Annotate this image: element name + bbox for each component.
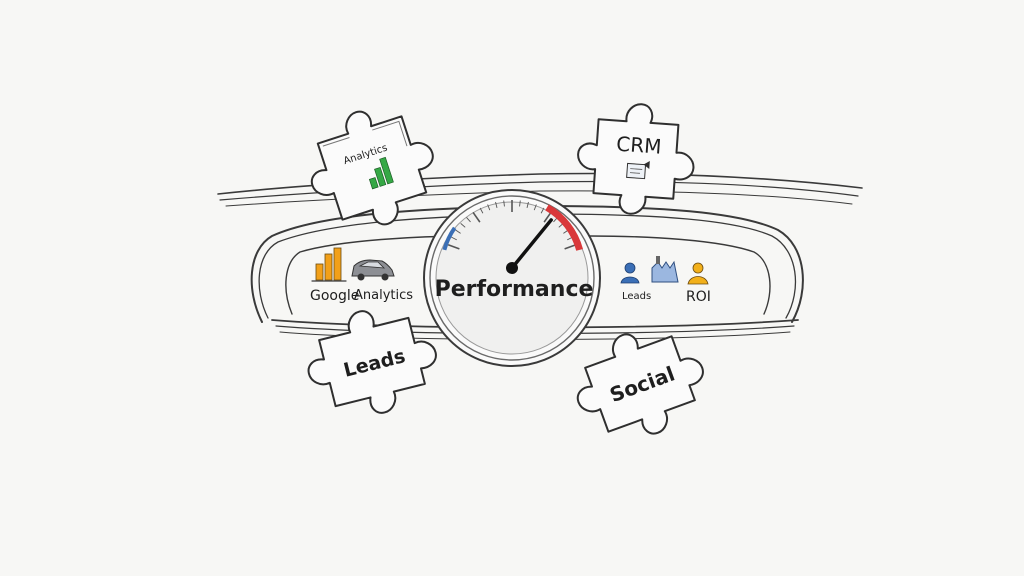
gauge-needle — [510, 218, 553, 270]
gauge-tick — [466, 217, 471, 223]
bar-chart-icon — [368, 156, 394, 190]
bar-chart-icon — [311, 247, 347, 282]
left-panel: Google Analytics — [310, 247, 413, 304]
document-icon — [626, 160, 650, 180]
gauge-tick — [487, 204, 491, 211]
puzzle-piece-leads: Leads — [307, 310, 437, 414]
puzzle-crm-label: CRM — [616, 132, 663, 159]
gauge-tick — [447, 243, 460, 250]
factory-icon — [651, 256, 679, 283]
gauge-tick — [533, 204, 537, 211]
gauge-tick — [540, 207, 545, 214]
gauge-tick — [479, 207, 484, 214]
gauge-tick — [451, 236, 457, 241]
gauge-tick — [455, 229, 461, 234]
puzzle-piece-crm: CRM — [577, 103, 695, 215]
gauge-tick — [543, 211, 552, 223]
gauge-tick — [503, 200, 505, 207]
analytics-label: Analytics — [354, 288, 413, 303]
roi-label: ROI — [686, 289, 711, 305]
gauge-ticks — [447, 200, 577, 250]
person-icon — [687, 262, 709, 285]
gauge-blue-zone — [442, 226, 457, 251]
gauge-hub — [506, 262, 518, 274]
leads-small-label: Leads — [622, 291, 651, 302]
gauge-tick — [472, 211, 481, 223]
puzzle-piece-social: Social — [576, 333, 704, 435]
puzzle-piece-analytics: Analytics — [310, 110, 434, 226]
gauge-tick — [564, 243, 577, 250]
user-icon — [620, 262, 640, 284]
gauge-label: Performance — [435, 277, 594, 302]
google-label: Google — [310, 288, 359, 304]
gauge-red-zone — [545, 204, 583, 251]
gauge-tick — [526, 201, 529, 208]
gauge-tick — [519, 200, 521, 207]
gauge-tick — [460, 223, 466, 228]
right-panel: Leads ROI — [620, 256, 711, 305]
gauge-tick — [495, 201, 498, 208]
performance-gauge: Performance — [423, 189, 601, 367]
car-icon — [351, 259, 395, 281]
